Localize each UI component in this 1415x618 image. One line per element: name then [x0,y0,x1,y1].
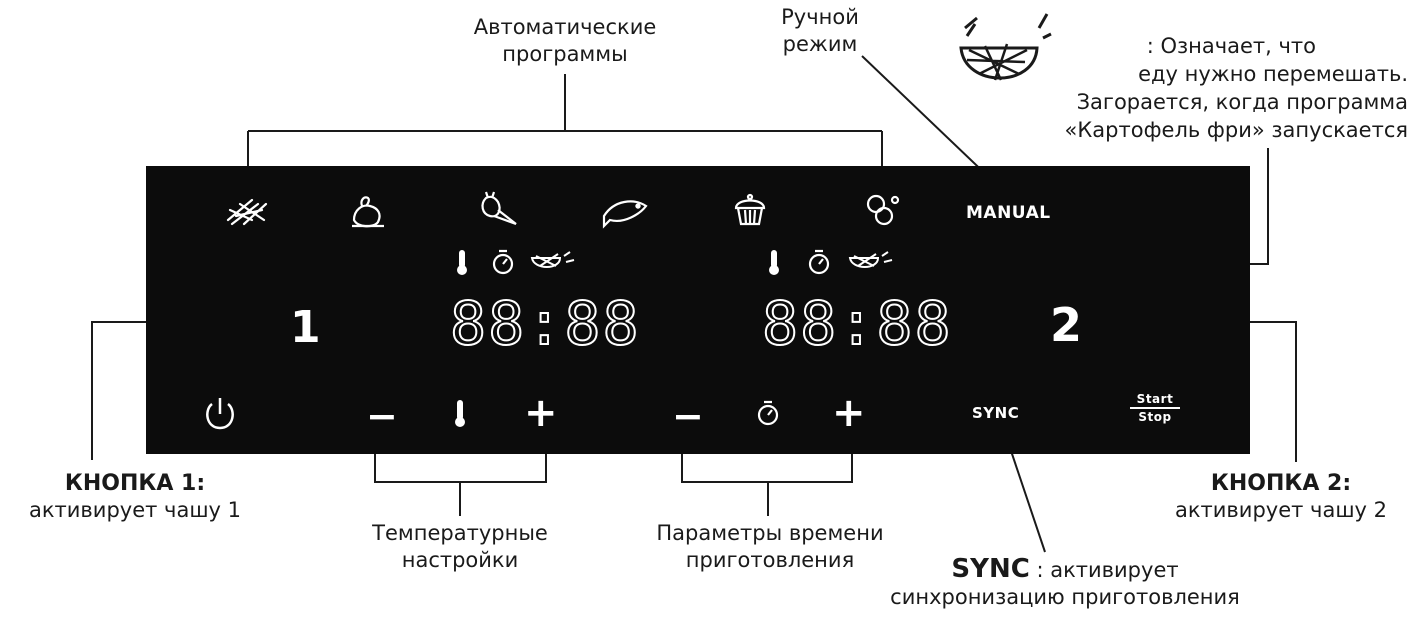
stir-note-line2: еду нужно перемешать. [1138,62,1408,86]
auto-programs-label: Автоматические программы [430,14,700,68]
sync-button[interactable]: SYNC [972,404,1020,422]
sync-label: SYNC : активирует синхронизацию приготов… [860,556,1270,611]
time-settings-line2: приготовления [685,548,855,572]
time-minus-button[interactable]: − [672,394,705,438]
sync-desc-1: : активирует [1029,558,1179,582]
timer-icon [757,400,779,426]
fish-icon[interactable] [600,192,652,229]
button1-desc: активирует чашу 1 [29,498,241,522]
cake-icon[interactable] [732,192,768,228]
display-zone2-text: 88:88 [762,289,953,359]
temp-minus-button[interactable]: − [366,394,399,438]
time-plus-button[interactable]: + [832,390,867,436]
sync-title: SYNC [951,554,1030,584]
temp-bracket [374,430,547,516]
thermometer-icon [457,250,467,275]
control-panel [146,166,1250,454]
stir-note-line3: Загорается, когда программа [1076,90,1408,114]
zone2-button[interactable]: 2 [1050,298,1083,352]
thermometer-icon [769,250,779,275]
manual-mode-line1: Ручной [781,5,859,29]
auto-programs-line2: программы [502,42,628,66]
thermometer-icon [455,400,465,427]
auto-programs-line1: Автоматические [473,15,657,39]
display-zone1-text: 88:88 [450,289,641,359]
power-icon[interactable] [200,394,240,434]
start-stop-button[interactable]: Start Stop [1130,392,1180,424]
temp-settings-line1: Температурные [372,521,548,545]
start-label: Start [1130,392,1180,409]
display-zone2: 88:88 [761,288,952,360]
shake-basket-icon [848,251,893,268]
manual-mode-label: Ручной режим [760,4,880,58]
button2-title: КНОПКА 2: [1210,471,1352,496]
stir-note-line4: «Картофель фри» запускается [1064,118,1408,142]
time-settings-label: Параметры времени приготовления [620,520,920,574]
button2-label: КНОПКА 2: активирует чашу 2 [1150,470,1412,524]
button1-label: КНОПКА 1: активирует чашу 1 [0,470,270,524]
fries-icon[interactable] [222,190,272,230]
manual-button[interactable]: MANUAL [966,203,1051,223]
temp-plus-button[interactable]: + [524,390,559,436]
timer-icon [492,249,514,275]
shake-basket-icon [530,251,575,268]
chicken-icon[interactable] [348,192,388,232]
stir-note-line1: : Означает, что [1146,34,1316,58]
vegetables-icon[interactable] [476,190,520,230]
time-bracket [681,430,853,516]
auto-programs-bracket [247,74,883,188]
shake-basket-icon [959,13,1052,81]
stop-label: Stop [1138,410,1172,424]
timer-icon [808,249,830,275]
button2-desc: активирует чашу 2 [1175,498,1387,522]
stir-note-label: : Означает, что еду нужно перемешать. За… [1010,32,1408,144]
display-zone1: 88:88 [449,288,640,360]
manual-mode-line2: режим [782,32,858,56]
time-settings-line1: Параметры времени [656,521,884,545]
button1-title: КНОПКА 1: [64,471,206,496]
temp-settings-line2: настройки [401,548,519,572]
zone1-button[interactable]: 1 [290,302,321,353]
dehydrate-icon[interactable] [862,190,902,230]
sync-desc-2: синхронизацию приготовления [890,585,1240,609]
temp-settings-label: Температурные настройки [330,520,590,574]
